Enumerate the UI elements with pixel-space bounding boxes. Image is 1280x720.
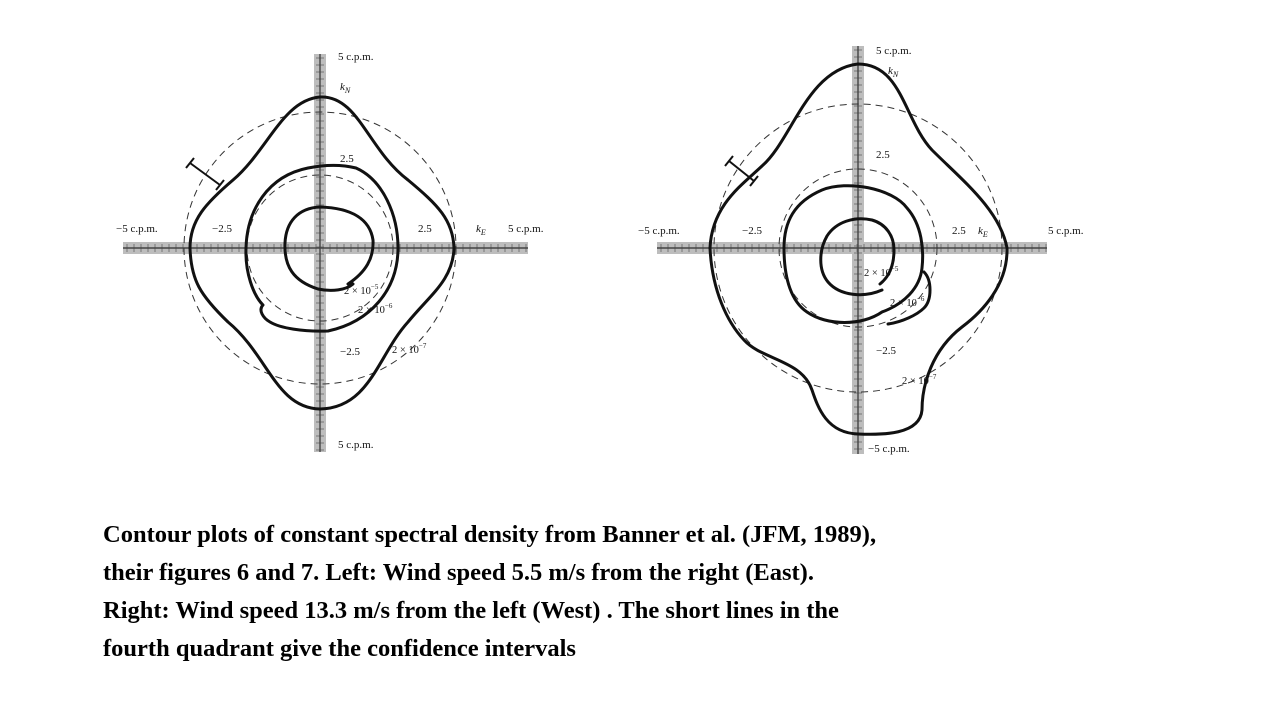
dashed-circle-inner xyxy=(778,168,938,328)
label-west-2.5: −2.5 xyxy=(742,225,762,237)
label-south-5cpm: 5 c.p.m. xyxy=(338,439,374,451)
label-north-2.5: 2.5 xyxy=(876,149,890,161)
label-north-2.5: 2.5 xyxy=(340,153,354,165)
contour-middle-2e-6 xyxy=(244,163,400,333)
caption-line-2: their figures 6 and 7. Left: Wind speed … xyxy=(103,559,814,586)
label-east-2.5: 2.5 xyxy=(418,223,432,235)
right-contour-plot: 5 c.p.m. −5 c.p.m. −5 c.p.m. 5 c.p.m. 2.… xyxy=(638,45,1084,455)
figure-caption: Contour plots of constant spectral densi… xyxy=(103,516,1163,668)
contour-label-2e-5: 2 × 10−5 xyxy=(344,283,379,297)
contour-inner-2e-5 xyxy=(819,217,896,297)
right-contour-figure: 5 c.p.m. −5 c.p.m. −5 c.p.m. 5 c.p.m. 2.… xyxy=(632,40,1084,470)
caption-line-4: fourth quadrant give the confidence inte… xyxy=(103,635,576,662)
label-kN: kN xyxy=(888,65,899,79)
left-contour-figure: 5 c.p.m. 5 c.p.m. −5 c.p.m. 5 c.p.m. 2.5… xyxy=(108,40,548,470)
label-north-5cpm: 5 c.p.m. xyxy=(338,51,374,63)
contour-label-2e-6: 2 × 10−6 xyxy=(358,302,393,316)
confidence-interval-line xyxy=(189,162,221,186)
contour-outer-2e-7 xyxy=(188,95,456,411)
confidence-interval-line xyxy=(728,160,755,182)
contour-middle-2e-6 xyxy=(782,184,925,324)
label-east-5cpm: 5 c.p.m. xyxy=(508,223,544,235)
contour-label-2e-6: 2 × 10−6 xyxy=(890,295,925,309)
contour-label-2e-5: 2 × 10−5 xyxy=(864,265,899,279)
label-west-2.5: −2.5 xyxy=(212,223,232,235)
label-east-2.5: 2.5 xyxy=(952,225,966,237)
label-kN: kN xyxy=(340,81,351,95)
contour-outer-2e-7 xyxy=(708,62,1009,436)
caption-line-1: Contour plots of constant spectral densi… xyxy=(103,521,877,548)
label-kE: kE xyxy=(978,225,988,239)
label-west-5cpm: −5 c.p.m. xyxy=(116,223,158,235)
contour-2e-6-tail xyxy=(886,270,932,326)
contour-label-2e-7: 2 × 10−7 xyxy=(902,373,937,387)
dashed-circle-outer xyxy=(183,111,457,385)
dashed-circle-outer xyxy=(713,103,1003,393)
label-north-5cpm: 5 c.p.m. xyxy=(876,45,912,57)
caption-line-3: Right: Wind speed 13.3 m/s from the left… xyxy=(103,597,839,624)
label-south-2.5: −2.5 xyxy=(876,345,896,357)
contour-label-2e-7: 2 × 10−7 xyxy=(392,342,427,356)
left-contour-plot: 5 c.p.m. 5 c.p.m. −5 c.p.m. 5 c.p.m. 2.5… xyxy=(116,51,544,452)
label-south-2.5: −2.5 xyxy=(340,346,360,358)
label-kE: kE xyxy=(476,223,486,237)
contour-inner-2e-5 xyxy=(283,205,375,292)
label-south-5cpm: −5 c.p.m. xyxy=(868,443,910,455)
label-west-5cpm: −5 c.p.m. xyxy=(638,225,680,237)
label-east-5cpm: 5 c.p.m. xyxy=(1048,225,1084,237)
